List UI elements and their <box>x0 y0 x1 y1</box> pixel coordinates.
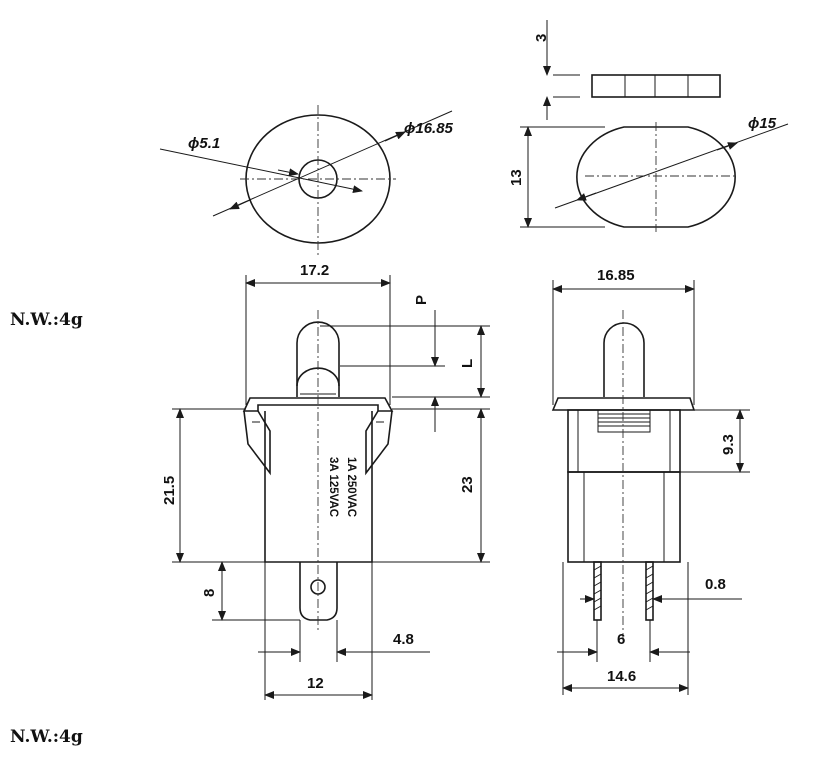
dim-pin-spacing: 6 <box>617 631 625 648</box>
dim-cap-height: 3 <box>533 34 550 42</box>
dim-right-height: 23 <box>459 476 476 493</box>
dim-terminal-width: 4.8 <box>393 631 414 648</box>
body-profile <box>576 126 736 228</box>
rating-line-1: 3A 125VAC <box>327 457 339 517</box>
dim-l: L <box>459 359 476 368</box>
top-view-left: ϕ5.1 ϕ16.85 <box>159 105 454 255</box>
side-plunger <box>603 322 645 397</box>
dim-terminal-length: 8 <box>201 589 218 597</box>
dim-outer-diameter: ϕ16.85 <box>404 120 454 137</box>
dim-body-height: 13 <box>508 169 525 186</box>
front-view: 17.2 P L 3A 125VAC 1A 250VAC <box>161 262 490 700</box>
right-latch <box>365 410 393 476</box>
dim-pin-thickness: 0.8 <box>705 576 726 593</box>
dim-bottom-width: 12 <box>307 675 324 692</box>
cap-rect <box>591 74 721 98</box>
dim-left-height: 21.5 <box>161 476 178 505</box>
dim-side-height: 9.3 <box>720 434 737 455</box>
rating-line-2: 1A 250VAC <box>345 457 357 517</box>
net-weight-label-top: N.W.:4g <box>10 310 83 330</box>
dim-side-bottom-width: 14.6 <box>607 668 636 685</box>
side-upper-housing <box>567 409 681 473</box>
dim-top-width: 17.2 <box>300 262 329 279</box>
dim-line-d5-1 <box>159 148 363 194</box>
left-latch <box>243 410 271 476</box>
top-view-right: 3 13 ϕ15 <box>508 20 789 232</box>
dim-diameter: ϕ15 <box>748 115 777 132</box>
net-weight-label-bottom: N.W.:4g <box>10 727 83 747</box>
side-lower-housing <box>567 471 681 563</box>
dim-side-top-width: 16.85 <box>597 267 635 284</box>
terminal <box>299 562 338 621</box>
dim-p: P <box>413 295 430 305</box>
side-view: 16.85 9.3 0.8 <box>551 267 750 695</box>
dim-inner-diameter: ϕ5.1 <box>188 135 220 152</box>
housing <box>264 411 373 563</box>
side-flange <box>551 397 696 411</box>
dim-line-d16-85 <box>212 110 453 217</box>
